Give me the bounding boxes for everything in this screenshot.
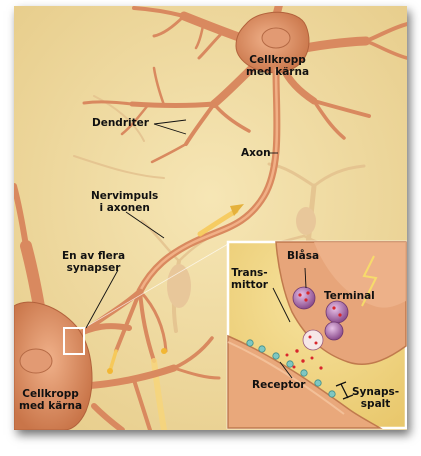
label-synapses: En av flera synapser bbox=[62, 250, 126, 274]
label-transmitter: Trans- mittor bbox=[231, 267, 268, 291]
label-cell-body-bottom: Cellkropp med kärna bbox=[19, 388, 83, 412]
receptors bbox=[246, 339, 336, 398]
leader-lines bbox=[85, 119, 278, 329]
top-nucleus bbox=[261, 27, 291, 49]
vesicle bbox=[325, 300, 349, 324]
label-axon: Axon bbox=[241, 147, 271, 159]
synapse-bouton bbox=[161, 348, 167, 354]
vesicle bbox=[324, 321, 344, 341]
label-synaptic-cleft: Synaps- spalt bbox=[352, 386, 400, 410]
synapse-inset bbox=[226, 240, 407, 430]
label-vesicle: Blåsa bbox=[287, 250, 320, 262]
background-cell-body bbox=[167, 264, 191, 308]
background-neurons bbox=[73, 95, 371, 333]
background-cell-body bbox=[296, 207, 316, 235]
synapse-highlight-box bbox=[63, 327, 85, 355]
synapse-bouton bbox=[107, 368, 113, 374]
impulse-arrow bbox=[230, 204, 244, 216]
bottom-cell-body bbox=[14, 301, 93, 430]
axon-highlight bbox=[138, 68, 279, 293]
label-terminal: Terminal bbox=[324, 290, 375, 302]
transmitter-dots bbox=[285, 291, 342, 370]
neuron-illustration bbox=[14, 6, 407, 430]
inset-connector bbox=[83, 243, 229, 329]
illustration-frame: Cellkropp med kärna Dendriter Axon Nervi… bbox=[14, 6, 407, 430]
label-cell-body-top: Cellkropp med kärna bbox=[246, 54, 310, 78]
label-nerve-impulse: Nervimpuls i axonen bbox=[91, 190, 159, 214]
cleft-bracket bbox=[335, 381, 354, 400]
label-receptor: Receptor bbox=[252, 379, 306, 391]
label-dendrites: Dendriter bbox=[92, 117, 149, 129]
fusing-vesicle bbox=[302, 329, 324, 351]
vesicle bbox=[292, 286, 316, 310]
postsynaptic-cell bbox=[227, 334, 383, 429]
bottom-nucleus bbox=[19, 348, 53, 374]
